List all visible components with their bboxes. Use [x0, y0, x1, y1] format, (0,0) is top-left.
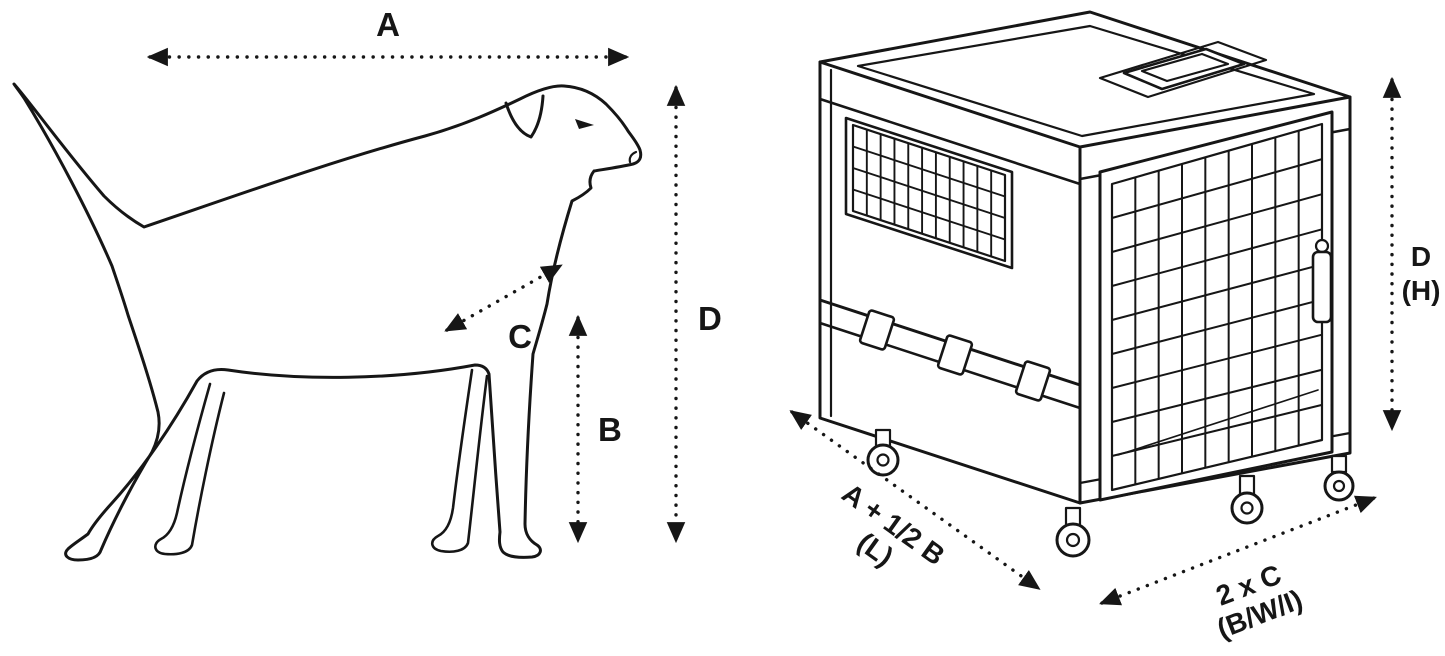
label-dog-c: C — [508, 318, 532, 355]
crate-vent-grid — [852, 129, 1006, 257]
label-crate-height-unit: (H) — [1402, 275, 1441, 306]
dog-eye — [575, 119, 594, 129]
label-dog-d: D — [698, 300, 722, 337]
crate-width-labels: 2 x C (B/W/I) — [1212, 559, 1307, 645]
label-crate-length: A + 1/2 B — [837, 477, 951, 571]
crate-lid-panel — [856, 24, 1316, 138]
dog-figure — [12, 82, 643, 562]
crate-handle-recess — [1098, 40, 1268, 99]
label-crate-height: D — [1411, 241, 1431, 272]
dog-body-outline — [12, 82, 643, 562]
dog-ear-line — [504, 94, 545, 139]
dog-measurements: A D B C — [146, 6, 722, 544]
dog-nose-line — [628, 150, 638, 164]
crate-handle-slot — [1140, 52, 1230, 83]
arrow-crate-width — [1099, 495, 1377, 606]
arrow-crate-length — [789, 410, 1041, 590]
crate-latch-knob — [1314, 238, 1330, 254]
crate-rim-clips — [858, 309, 1052, 402]
dog-far-hind-leg — [154, 382, 226, 556]
crate-length-labels: A + 1/2 B (L) — [837, 477, 951, 572]
crate-door-latch — [1311, 250, 1333, 324]
crate-floor-line — [1117, 389, 1319, 456]
crate-figure — [818, 10, 1355, 558]
label-dog-b: B — [598, 411, 622, 448]
crate-edges — [818, 60, 1352, 505]
label-dog-a: A — [376, 6, 400, 43]
dog-far-front-leg — [431, 368, 489, 554]
arrow-chest-width-c — [444, 264, 563, 332]
crate-door-grid — [1111, 130, 1323, 485]
